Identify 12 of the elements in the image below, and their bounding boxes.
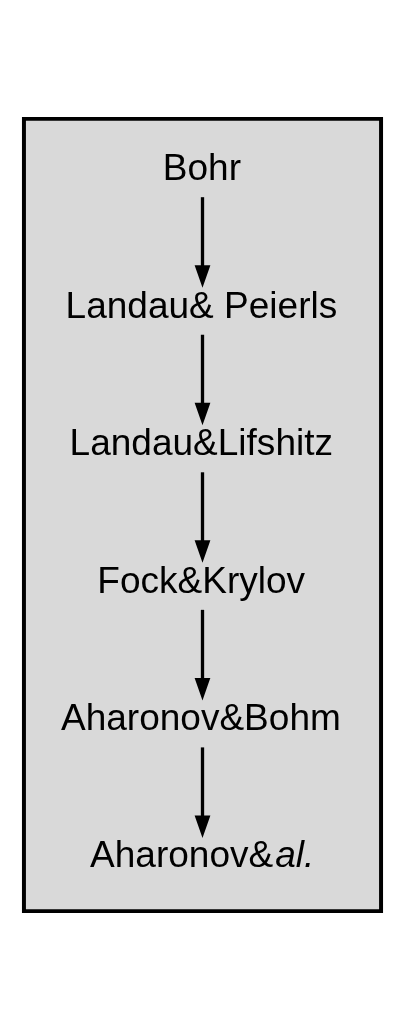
- node-text: Landau&Lifshitz: [69, 420, 333, 463]
- arrow: [194, 334, 211, 425]
- arrow: [194, 471, 211, 563]
- arrow: [194, 196, 211, 288]
- node-text: Aharonov&Bohm: [60, 695, 341, 738]
- node-text: Landau& Peierls: [65, 283, 338, 326]
- arrow: [194, 746, 211, 838]
- node-text: Bohr: [162, 145, 242, 188]
- node-text: Aharonov&al.: [90, 832, 315, 875]
- node-text: Fock&Krylov: [97, 558, 306, 601]
- cluster: [21, 116, 384, 913]
- arrow: [194, 609, 211, 700]
